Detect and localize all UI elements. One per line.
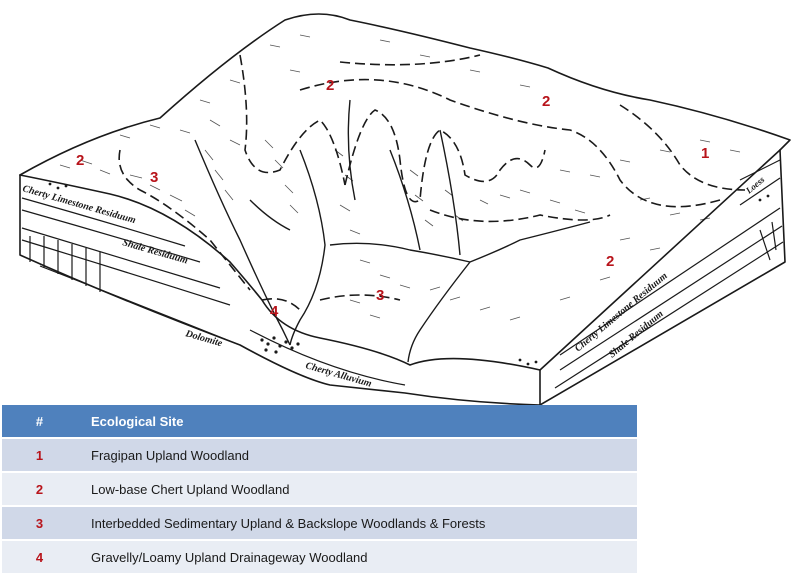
table-row: 4 Gravelly/Loamy Upland Drainageway Wood…: [2, 540, 637, 575]
strata-label-cherty-left: Cherty Limestone Residuum: [21, 183, 137, 226]
drainage-branch-4: [389, 149, 421, 251]
drainage-main-left: [194, 139, 291, 346]
legend-header-num: #: [2, 405, 77, 439]
legend-header-row: # Ecological Site: [2, 405, 637, 439]
drainage-branch-3: [439, 129, 461, 256]
table-row: 2 Low-base Chert Upland Woodland: [2, 472, 637, 507]
legend-row-name: Interbedded Sedimentary Upland & Backslo…: [77, 506, 637, 541]
terrain-outline: [19, 13, 791, 176]
site-label: 2: [76, 152, 84, 169]
site-label: 3: [150, 169, 158, 186]
table-row: 3 Interbedded Sedimentary Upland & Backs…: [2, 506, 637, 541]
site-label: 4: [270, 303, 279, 320]
site-label: 1: [701, 145, 709, 162]
strata-label-shale-left: Shale Residuum: [121, 237, 189, 266]
site-label: 3: [376, 287, 384, 304]
site-label: 2: [326, 77, 334, 94]
legend-header-site: Ecological Site: [77, 405, 637, 439]
drainage-branch-2: [469, 221, 591, 263]
legend-row-name: Gravelly/Loamy Upland Drainageway Woodla…: [77, 540, 637, 575]
site-label: 2: [542, 93, 550, 110]
right-face: [539, 149, 786, 405]
table-row: 1 Fragipan Upland Woodland: [2, 438, 637, 473]
drainage-branch-1: [329, 242, 471, 263]
drainage-branch-5: [407, 261, 471, 363]
legend-row-num: 2: [2, 472, 77, 507]
legend-row-num: 4: [2, 540, 77, 575]
block-diagram: 2 2 2 3 1 2 3 4 Cherty Limestone Residuu…: [19, 13, 791, 405]
legend-row-name: Fragipan Upland Woodland: [77, 438, 637, 473]
drainage-branch-6: [249, 199, 291, 231]
legend-row-name: Low-base Chert Upland Woodland: [77, 472, 637, 507]
legend-row-num: 3: [2, 506, 77, 541]
legend-row-num: 1: [2, 438, 77, 473]
drainage-main-center: [289, 149, 326, 346]
site-label: 2: [606, 253, 614, 270]
strata-label-loess: Loess: [743, 174, 767, 196]
right-edge: [539, 149, 781, 371]
legend-table: # Ecological Site 1 Fragipan Upland Wood…: [2, 405, 637, 575]
